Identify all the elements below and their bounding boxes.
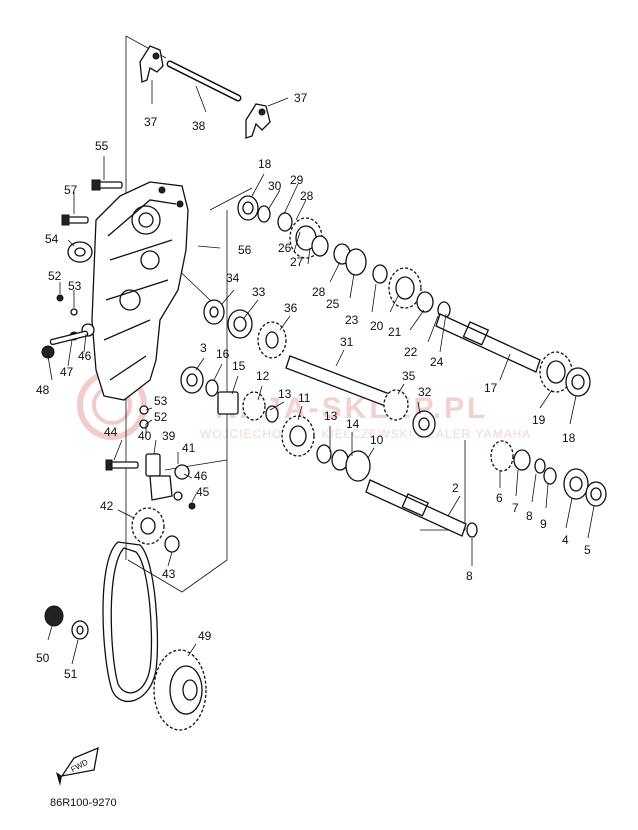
part-label: 15 <box>232 359 246 373</box>
part-label: 51 <box>64 667 78 681</box>
part-label: 37 <box>144 115 158 129</box>
part-label: 53 <box>154 394 168 408</box>
part-label: 17 <box>484 381 498 395</box>
shift-forks <box>139 45 271 139</box>
part-label: 3 <box>200 341 207 355</box>
part-label: 5 <box>584 543 591 557</box>
crankcase-cover <box>91 181 189 401</box>
part-label: 43 <box>162 567 176 581</box>
part-label: 22 <box>404 345 418 359</box>
part-label: 8 <box>526 509 533 523</box>
part-label: 21 <box>388 325 402 339</box>
part-label: 30 <box>268 179 282 193</box>
lower-gear-train <box>281 415 478 538</box>
left-fasteners <box>41 179 123 359</box>
part-label: 16 <box>216 347 230 361</box>
part-label: 41 <box>182 441 196 455</box>
part-label: 7 <box>512 501 519 515</box>
part-label: 23 <box>345 313 359 327</box>
part-label: 45 <box>196 485 210 499</box>
part-label: 31 <box>340 335 354 349</box>
part-label: 8 <box>466 569 473 583</box>
part-label: 10 <box>370 433 384 447</box>
leader-lines <box>47 80 595 665</box>
part-label: 50 <box>36 651 50 665</box>
part-label: 28 <box>312 285 326 299</box>
center-small-parts <box>105 405 196 553</box>
part-label: 19 <box>532 413 546 427</box>
part-label: 20 <box>370 319 384 333</box>
part-label: 35 <box>402 369 416 383</box>
part-label: 18 <box>258 157 272 171</box>
part-label: 28 <box>300 189 314 203</box>
part-label: 54 <box>45 232 59 246</box>
part-label: 6 <box>496 491 503 505</box>
part-label: 13 <box>278 387 292 401</box>
part-label: 57 <box>64 183 78 197</box>
upper-gear-train <box>237 195 451 319</box>
part-label: 14 <box>346 417 360 431</box>
part-label: 47 <box>60 365 74 379</box>
part-label: 26 <box>278 241 292 255</box>
part-label: 49 <box>198 629 212 643</box>
watermark-sub: WOJCIECHOWSKI KIEŁCZEWSKI DEALER YAMAHA <box>200 427 531 441</box>
part-label: 52 <box>154 410 168 424</box>
diagram-code: 86R100-9270 <box>50 797 117 809</box>
part-label: 36 <box>284 301 298 315</box>
part-label: 44 <box>104 425 118 439</box>
part-label: 9 <box>540 517 547 531</box>
fwd-arrow-icon: FWD <box>56 746 99 786</box>
chain-drive <box>44 541 207 731</box>
part-label: 4 <box>562 533 569 547</box>
mid-gear-train <box>180 299 436 438</box>
part-label: 39 <box>162 429 176 443</box>
right-gear-train <box>490 440 607 507</box>
part-label: 33 <box>252 285 266 299</box>
part-label: 53 <box>68 279 82 293</box>
part-label: 46 <box>194 469 208 483</box>
part-label: 12 <box>256 369 270 383</box>
part-label: 25 <box>326 297 340 311</box>
part-label: 56 <box>238 243 252 257</box>
part-label: 18 <box>562 431 576 445</box>
part-label: 48 <box>36 383 50 397</box>
part-label: 27 <box>290 255 304 269</box>
part-label: 40 <box>138 429 152 443</box>
part-label: 32 <box>418 385 432 399</box>
part-label: 42 <box>100 499 114 513</box>
part-labels: 37 38 37 55 18 30 29 28 57 56 26 27 28 5… <box>36 91 591 681</box>
part-label: 37 <box>294 91 308 105</box>
shaft-17 <box>435 313 591 397</box>
part-label: 38 <box>192 119 206 133</box>
part-label: 13 <box>324 409 338 423</box>
part-label: 46 <box>78 349 92 363</box>
part-label: 24 <box>430 355 444 369</box>
part-label: 34 <box>226 271 240 285</box>
part-label: 52 <box>48 269 62 283</box>
part-label: 55 <box>95 139 109 153</box>
part-label: 29 <box>290 173 304 187</box>
part-label: 11 <box>298 391 311 405</box>
part-label: 2 <box>452 481 459 495</box>
